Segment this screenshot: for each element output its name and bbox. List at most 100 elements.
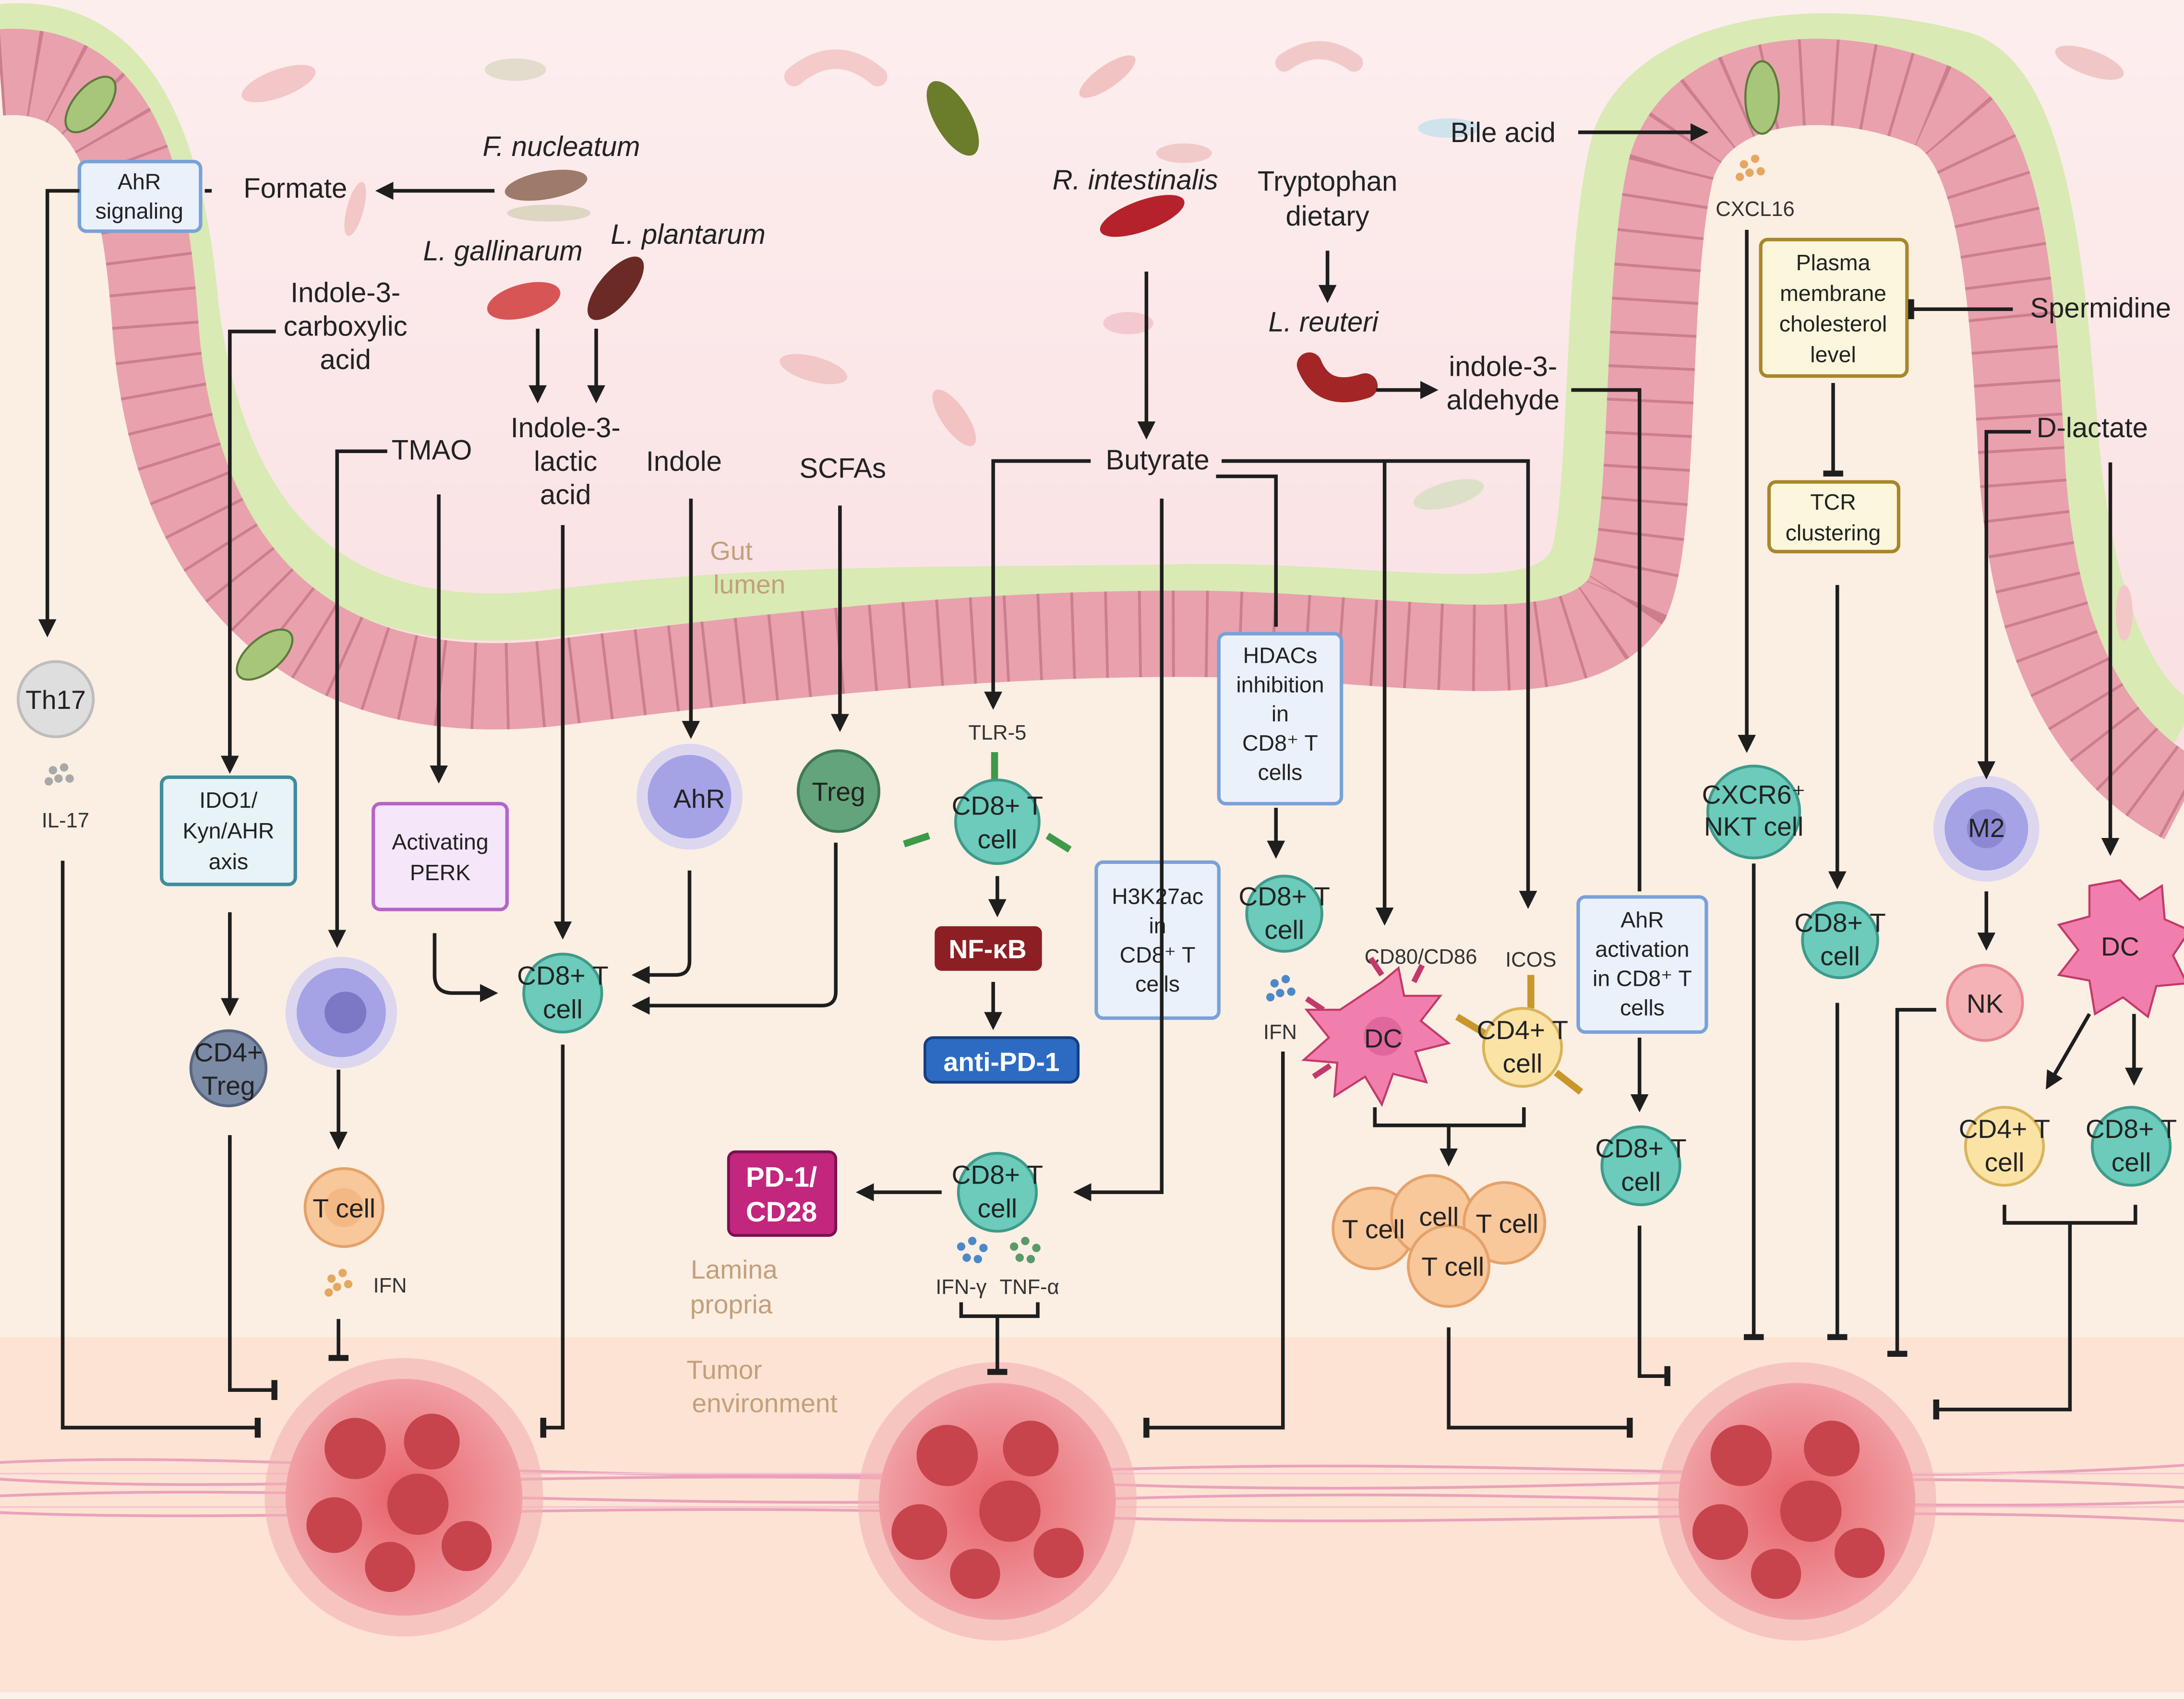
svg-text:TCR: TCR [1810, 490, 1856, 514]
label-cxcl16: CXCL16 [1716, 198, 1794, 221]
label-tryptophan-1: Tryptophan [1258, 166, 1397, 197]
anti-pd1-box: anti-PD-1 [924, 1036, 1080, 1084]
svg-text:M2: M2 [1968, 813, 2005, 843]
label-i3la-2: lactic [534, 446, 597, 477]
svg-text:Activating: Activating [392, 829, 488, 854]
label-d-lactate: D-lactate [2037, 412, 2148, 443]
tumor-center [858, 1362, 1137, 1641]
svg-text:CXCR6⁺: CXCR6⁺ [1702, 779, 1806, 809]
label-tryptophan-2: dietary [1286, 201, 1369, 232]
label-l-plantarum: L. plantarum [611, 219, 766, 250]
svg-text:CD8+ T: CD8+ T [1238, 881, 1330, 911]
cd8-t-cell-hdac: CD8+ T cell [1238, 874, 1330, 953]
svg-text:level: level [1810, 342, 1856, 367]
svg-text:cell: cell [1985, 1148, 2025, 1177]
svg-text:cells: cells [1135, 971, 1180, 996]
svg-text:cell: cell [543, 994, 583, 1024]
svg-text:cell: cell [2112, 1148, 2151, 1177]
svg-text:DC: DC [2101, 932, 2139, 961]
label-tnf-alpha: TNF-α [999, 1276, 1059, 1299]
label-l-gallinarum: L. gallinarum [423, 236, 582, 267]
zone-lamina-1: Lamina [691, 1255, 778, 1284]
svg-text:IDO1/: IDO1/ [199, 788, 257, 813]
label-i3ald-2: aldehyde [1446, 384, 1560, 416]
cd8-t-cell-right: CD8+ T cell [2086, 1106, 2177, 1187]
ahr-cell: AhR [636, 743, 743, 850]
nf-kb-box: NF-κB [935, 926, 1042, 971]
svg-text:cell: cell [977, 1193, 1017, 1223]
svg-text:cell: cell [977, 824, 1017, 854]
label-r-intestinalis: R. intestinalis [1053, 165, 1218, 196]
label-ifn-1: IFN [373, 1274, 407, 1297]
svg-text:Th17: Th17 [25, 685, 86, 715]
dc-cell-center: DC [1301, 957, 1451, 1107]
svg-text:AhR: AhR [673, 784, 725, 814]
th17-cell: Th17 [16, 660, 95, 739]
t-cell-cluster: T cell cell T cell T cell [1332, 1174, 1547, 1308]
svg-text:cell: cell [1419, 1202, 1459, 1232]
svg-text:PD-1/: PD-1/ [746, 1162, 817, 1193]
cd8-t-cell-ahr: CD8+ T cell [1595, 1125, 1687, 1207]
svg-text:in: in [1149, 913, 1166, 938]
svg-text:AhR: AhR [118, 169, 161, 194]
tumor-right [1657, 1362, 1936, 1641]
label-indole: Indole [646, 446, 722, 477]
svg-text:in CD8⁺ T: in CD8⁺ T [1593, 966, 1692, 991]
cd4-t-cell-icos: CD4+ T cell [1455, 975, 1584, 1095]
svg-text:CD4+ T: CD4+ T [1477, 1015, 1568, 1045]
cxcl16-dots [1735, 155, 1765, 181]
svg-text:anti-PD-1: anti-PD-1 [944, 1047, 1060, 1077]
svg-text:Plasma: Plasma [1796, 250, 1871, 275]
svg-text:cell: cell [1621, 1167, 1661, 1196]
tumor-left [264, 1358, 543, 1637]
label-i3ca-1: Indole-3- [290, 277, 400, 309]
cd4-treg-cell: CD4+ Treg [189, 1029, 268, 1108]
zone-tumor-1: Tumor [686, 1355, 762, 1385]
svg-text:Treg: Treg [202, 1071, 255, 1101]
svg-text:cholesterol: cholesterol [1779, 311, 1887, 336]
zone-lamina-2: propria [690, 1290, 773, 1319]
svg-text:CD4+: CD4+ [194, 1037, 263, 1067]
svg-text:CD28: CD28 [746, 1196, 817, 1228]
zone-tumor-2: environment [692, 1388, 838, 1418]
label-i3la-1: Indole-3- [511, 412, 621, 443]
il17-dots [44, 763, 74, 786]
label-tlr5: TLR-5 [968, 721, 1026, 744]
metabolite-labels: F. nucleatum L. gallinarum L. plantarum … [243, 117, 2171, 511]
label-ifn-gamma: IFN-γ [936, 1276, 987, 1299]
hdacs-inhibition-box: HDACs inhibition in CD8⁺ T cells [1217, 632, 1344, 806]
cd8-t-cell-butyrate: CD8+ T cell [952, 1151, 1043, 1233]
goblet-cell-icons [64, 60, 1780, 681]
label-i3ca-2: carboxylic [284, 311, 408, 342]
bacteria-icons [241, 41, 2133, 641]
label-butyrate: Butyrate [1105, 444, 1209, 476]
activating-perk-box: Activating PERK [372, 802, 509, 911]
macrophage-cell [285, 957, 397, 1068]
tcr-clustering-box: TCR clustering [1767, 480, 1901, 553]
svg-text:NKT cell: NKT cell [1704, 812, 1803, 841]
svg-text:inhibition: inhibition [1236, 672, 1324, 697]
zone-gut-lumen-1: Gut [710, 536, 753, 566]
svg-text:cell: cell [1820, 941, 1860, 971]
label-ifn-2: IFN [1263, 1021, 1297, 1044]
svg-text:H3K27ac: H3K27ac [1112, 884, 1203, 909]
svg-text:Kyn/AHR: Kyn/AHR [182, 818, 274, 843]
label-spermidine: Spermidine [2030, 293, 2171, 324]
svg-text:CD8+ T: CD8+ T [2086, 1114, 2177, 1144]
m2-cell: M2 [1933, 776, 2040, 882]
svg-text:CD8+ T: CD8+ T [1794, 908, 1885, 937]
svg-text:HDACs: HDACs [1243, 643, 1318, 668]
label-i3ca-3: acid [320, 344, 371, 375]
cd4-t-cell-right: CD4+ T cell [1959, 1106, 2050, 1187]
svg-text:T cell: T cell [1342, 1214, 1405, 1244]
ido1-axis-box: IDO1/ Kyn/AHR axis [160, 775, 297, 886]
svg-text:cell: cell [1503, 1049, 1543, 1078]
epithelium-layer [0, 28, 2184, 839]
ifn-dots-1 [324, 1268, 353, 1297]
plasma-membrane-box: Plasma membrane cholesterol level [1759, 238, 1909, 378]
svg-text:activation: activation [1595, 937, 1689, 962]
svg-text:CD8+ T: CD8+ T [952, 791, 1043, 821]
svg-text:T cell: T cell [1476, 1208, 1539, 1238]
ifn-gamma-dots [957, 1236, 988, 1264]
